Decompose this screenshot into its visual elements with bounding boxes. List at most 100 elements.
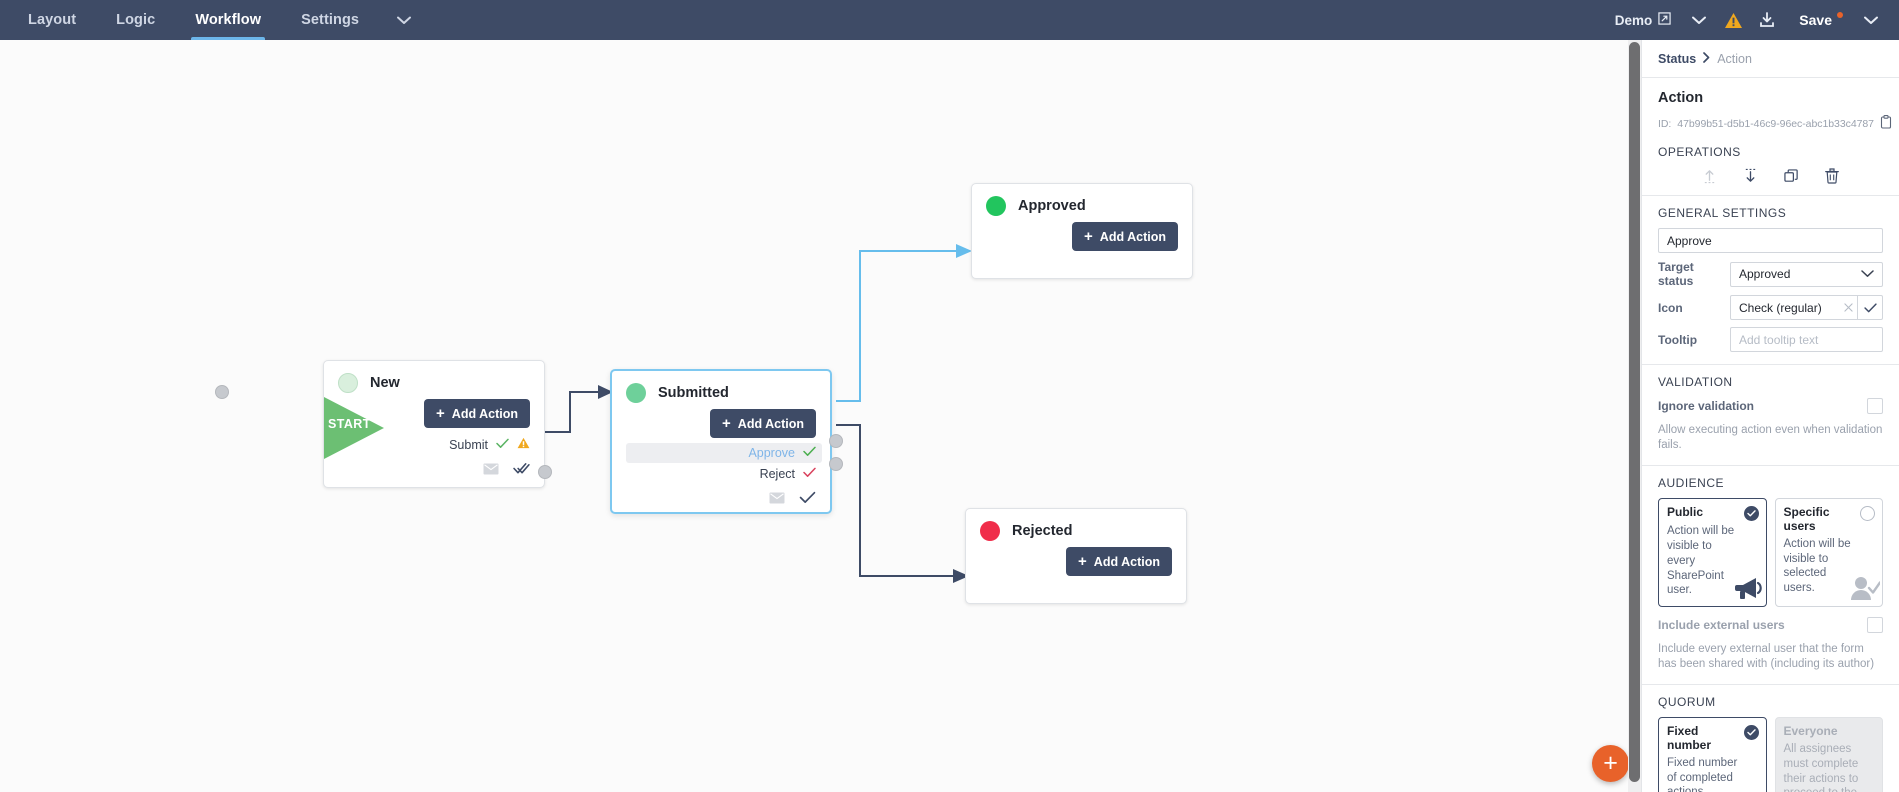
radio-selected-icon xyxy=(1743,725,1759,741)
audience-cards: Public Action will be visible to every S… xyxy=(1658,492,1883,607)
save-button-label: Save xyxy=(1799,12,1832,28)
quorum-option-everyone: Everyone All assignees must complete the… xyxy=(1774,717,1883,792)
external-link-icon xyxy=(1658,12,1671,28)
save-chevron-down-icon[interactable] xyxy=(1855,5,1887,35)
tooltip-input[interactable] xyxy=(1730,327,1883,352)
include-external-row: Include external users xyxy=(1658,607,1883,633)
general-settings-title: GENERAL SETTINGS xyxy=(1658,206,1787,220)
double-check-icon[interactable] xyxy=(513,462,530,480)
quorum-everyone-desc: All assignees must complete their action… xyxy=(1783,743,1859,792)
envelope-icon[interactable] xyxy=(769,491,785,509)
node-header-rejected: Rejected xyxy=(966,509,1186,543)
check-icon[interactable] xyxy=(799,491,816,509)
tab-layout-label: Layout xyxy=(28,12,77,28)
plus-icon: + xyxy=(436,405,445,422)
action-id-prefix: ID: xyxy=(1658,117,1672,130)
node-footer-approved xyxy=(972,251,1192,278)
environment-chevron-down-icon[interactable] xyxy=(1683,5,1715,35)
save-button[interactable]: Save xyxy=(1785,5,1853,35)
audience-option-specific-users[interactable]: Specific users Action will be visible to… xyxy=(1774,498,1883,607)
quorum-fixed-title: Fixed number xyxy=(1667,724,1712,753)
nav-overflow-chevron-down-icon[interactable] xyxy=(379,0,429,40)
duplicate-icon[interactable] xyxy=(1784,168,1799,184)
tab-logic-label: Logic xyxy=(116,12,156,28)
add-action-button-submitted[interactable]: + Add Action xyxy=(710,409,816,438)
target-status-select[interactable]: Approved xyxy=(1730,261,1883,287)
quorum-everyone-title: Everyone xyxy=(1783,724,1838,739)
panel-scrollbar-thumb[interactable] xyxy=(1629,42,1640,782)
audience-public-title: Public xyxy=(1667,505,1704,520)
save-dirty-indicator xyxy=(1837,12,1843,18)
audience-specific-desc: Action will be visible to selected users… xyxy=(1783,537,1851,595)
add-action-button-rejected[interactable]: + Add Action xyxy=(1066,547,1172,576)
tab-settings-label: Settings xyxy=(301,12,360,28)
clipboard-icon[interactable] xyxy=(1880,115,1892,132)
node-body-rejected: + Add Action xyxy=(966,543,1186,576)
audience-option-public[interactable]: Public Action will be visible to every S… xyxy=(1658,498,1767,607)
tab-settings[interactable]: Settings xyxy=(281,0,379,40)
icon-preview-check-icon xyxy=(1857,296,1882,319)
target-status-row: Target status Approved xyxy=(1658,260,1883,288)
move-up-icon[interactable] xyxy=(1702,168,1717,184)
icon-picker[interactable]: Check (regular) xyxy=(1730,295,1883,320)
warning-triangle-icon[interactable] xyxy=(517,437,530,452)
action-row-approve[interactable]: Approve xyxy=(626,443,822,463)
workflow-node-submitted[interactable]: Submitted + Add Action Approve Reject xyxy=(610,369,832,514)
panel-header-block: Action ID: 47b99b51-d5b1-46c9-96ec-abc1b… xyxy=(1642,78,1899,134)
chevron-down-icon xyxy=(1861,267,1874,281)
quorum-option-fixed-number[interactable]: Fixed number Fixed number of completed a… xyxy=(1658,717,1767,792)
environment-selector[interactable]: Demo xyxy=(1605,5,1682,35)
node-footer-new xyxy=(324,454,544,487)
status-dot xyxy=(626,383,646,403)
action-label: Submit xyxy=(449,437,488,452)
workflow-node-new[interactable]: START New + Add Action Submit xyxy=(215,360,545,488)
node-title: Approved xyxy=(1018,198,1086,214)
megaphone-icon xyxy=(1734,575,1764,604)
tab-layout[interactable]: Layout xyxy=(8,0,96,40)
user-check-icon xyxy=(1850,575,1882,604)
operations-row xyxy=(1642,159,1899,196)
add-action-button-new[interactable]: + Add Action xyxy=(424,399,530,428)
workflow-node-rejected[interactable]: Rejected + Add Action xyxy=(965,508,1187,604)
toolbar-right-group: Demo Save xyxy=(1605,0,1899,40)
node-body-submitted: + Add Action Approve Reject xyxy=(612,405,830,483)
warning-triangle-icon[interactable] xyxy=(1717,5,1749,35)
breadcrumb: Status Action xyxy=(1642,40,1899,78)
delete-icon[interactable] xyxy=(1825,168,1839,184)
node-body-approved: + Add Action xyxy=(972,218,1192,251)
node-title: New xyxy=(370,375,400,391)
clear-icon[interactable] xyxy=(1840,296,1857,319)
add-status-fab[interactable]: + xyxy=(1592,745,1629,782)
node-body-new: + Add Action Submit xyxy=(324,395,544,454)
breadcrumb-status-link[interactable]: Status xyxy=(1658,52,1697,66)
connector-submitted-to-rejected xyxy=(836,424,969,583)
audience-public-desc: Action will be visible to every SharePoi… xyxy=(1667,525,1735,597)
add-action-button-approved[interactable]: + Add Action xyxy=(1072,222,1178,251)
workflow-node-approved[interactable]: Approved + Add Action xyxy=(971,183,1193,279)
audience-specific-title: Specific users xyxy=(1783,505,1830,534)
ignore-validation-checkbox[interactable] xyxy=(1867,398,1883,414)
node-port-approve-out[interactable] xyxy=(829,434,843,448)
node-title: Submitted xyxy=(658,385,729,401)
tab-logic[interactable]: Logic xyxy=(96,0,175,40)
workflow-canvas[interactable]: START New + Add Action Submit xyxy=(0,40,1634,792)
node-port-new-out[interactable] xyxy=(538,465,552,479)
include-external-label: Include external users xyxy=(1658,617,1785,632)
action-row-reject[interactable]: Reject xyxy=(626,463,816,483)
action-row-submit[interactable]: Submit xyxy=(338,433,530,454)
add-action-label: Add Action xyxy=(1093,554,1160,569)
node-port-reject-out[interactable] xyxy=(829,457,843,471)
tab-workflow[interactable]: Workflow xyxy=(175,0,281,40)
quorum-section: QUORUM Fixed number Fixed number of comp… xyxy=(1642,685,1899,792)
node-footer-rejected xyxy=(966,576,1186,603)
download-icon[interactable] xyxy=(1751,5,1783,35)
status-dot xyxy=(338,373,358,393)
include-external-checkbox[interactable] xyxy=(1867,616,1883,633)
envelope-icon[interactable] xyxy=(483,462,499,480)
quorum-fixed-header: Fixed number xyxy=(1667,724,1759,753)
node-title: Rejected xyxy=(1012,523,1073,539)
move-down-icon[interactable] xyxy=(1743,168,1758,184)
action-name-input[interactable] xyxy=(1658,228,1883,253)
plus-icon: + xyxy=(722,415,731,432)
